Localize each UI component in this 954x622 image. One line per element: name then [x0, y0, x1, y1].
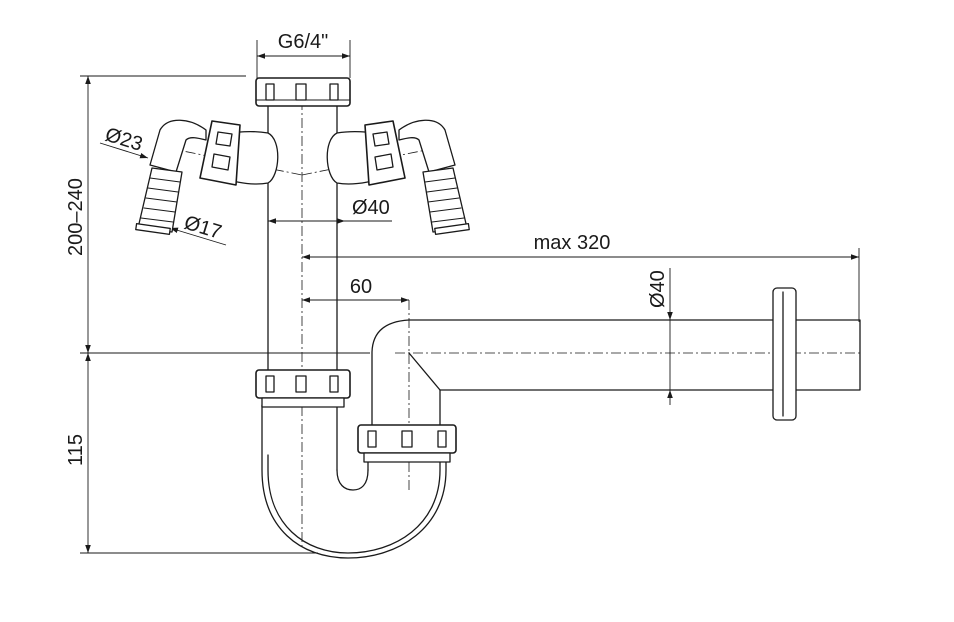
pipe-diameter-label: Ø40 [352, 197, 390, 219]
right-side-inlet [326, 119, 470, 235]
bottle-nut [255, 369, 351, 408]
left-side-inlet [135, 119, 279, 235]
height-lower-label: 115 [65, 434, 87, 466]
u-bend [261, 404, 447, 559]
max-length-label: max 320 [534, 232, 611, 254]
inlet-diameter-17-label: Ø17 [182, 212, 225, 244]
top-nut [255, 77, 351, 107]
wall-flange [772, 287, 797, 421]
thread-size-label: G6/4" [278, 31, 328, 53]
outlet-diameter-label: Ø40 [647, 270, 669, 308]
inlet-diameter-23-label: Ø23 [103, 124, 146, 156]
outlet-pipe [371, 319, 861, 426]
offset-label: 60 [350, 276, 372, 298]
height-upper-label: 200–240 [65, 178, 87, 256]
dimension-lines [80, 40, 860, 554]
outlet-nut [357, 424, 457, 463]
vertical-pipe [267, 104, 338, 371]
